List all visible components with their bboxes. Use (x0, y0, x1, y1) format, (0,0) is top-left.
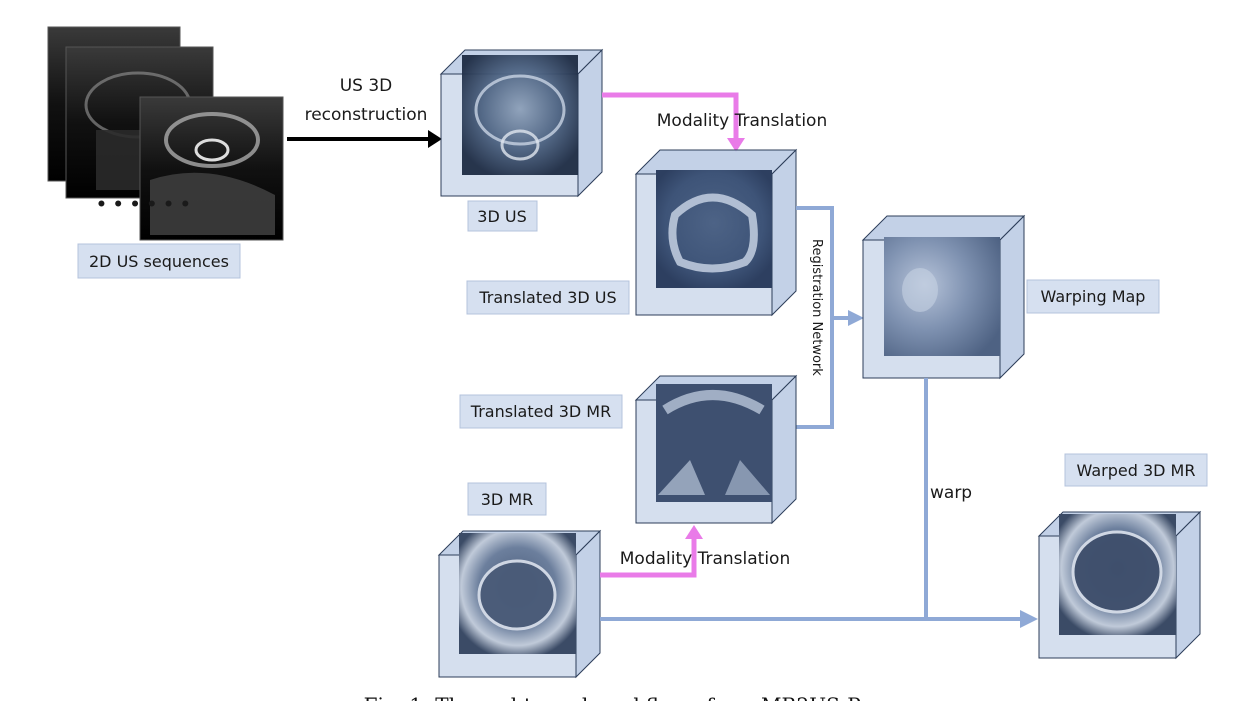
trans-us-label: Translated 3D US (478, 288, 616, 307)
us-seq-label: 2D US sequences (89, 252, 229, 271)
warp-map-label-box (1026, 279, 1160, 314)
warped-mr-label-box (1064, 453, 1208, 487)
modality-translation-arrow-bottom (600, 537, 697, 578)
modality-translation-arrowhead-top (727, 138, 745, 152)
cube-translated-us (634, 148, 798, 317)
cube-3d-mr (437, 529, 602, 679)
cube-warped-mr (1037, 510, 1202, 660)
warp-label: warp (930, 483, 972, 503)
modality-bottom-label: Modality Translation (620, 549, 790, 569)
trans-mr-label: Translated 3D MR (470, 402, 611, 421)
modality-top-label: Modality Translation (657, 111, 827, 131)
mr3d-label-box (467, 482, 547, 516)
us-2d-image-stack: • • • • • • (47, 26, 284, 241)
modality-translation-arrowhead-bottom (685, 525, 703, 539)
us3d-label: 3D US (477, 207, 526, 226)
mr-to-warped-arrowhead (1020, 610, 1038, 628)
cube-warping-map (861, 214, 1026, 380)
cube-3d-us (439, 48, 604, 198)
mr3d-label: 3D MR (481, 490, 534, 509)
modality-translation-arrow-top (602, 92, 739, 140)
recon-label-line1: US 3D (340, 76, 393, 96)
registration-network-label: Registration Network (809, 239, 824, 376)
warped-mr-label: Warped 3D MR (1077, 461, 1196, 480)
ellipsis-dots: • • • • • • (96, 195, 191, 215)
trans-us-label-box (466, 280, 630, 315)
warp-map-label: Warping Map (1041, 287, 1146, 306)
us-seq-label-box (77, 243, 241, 279)
registration-output-arrowhead (848, 310, 864, 326)
us3d-label-box (467, 200, 538, 232)
recon-label-line2: reconstruction (305, 105, 428, 125)
trans-mr-label-box (459, 394, 623, 429)
cube-translated-mr (634, 374, 798, 525)
reconstruction-arrowhead (428, 130, 442, 148)
figure-caption: Fig. 1: The end-to-end workflow of our M… (364, 693, 883, 701)
